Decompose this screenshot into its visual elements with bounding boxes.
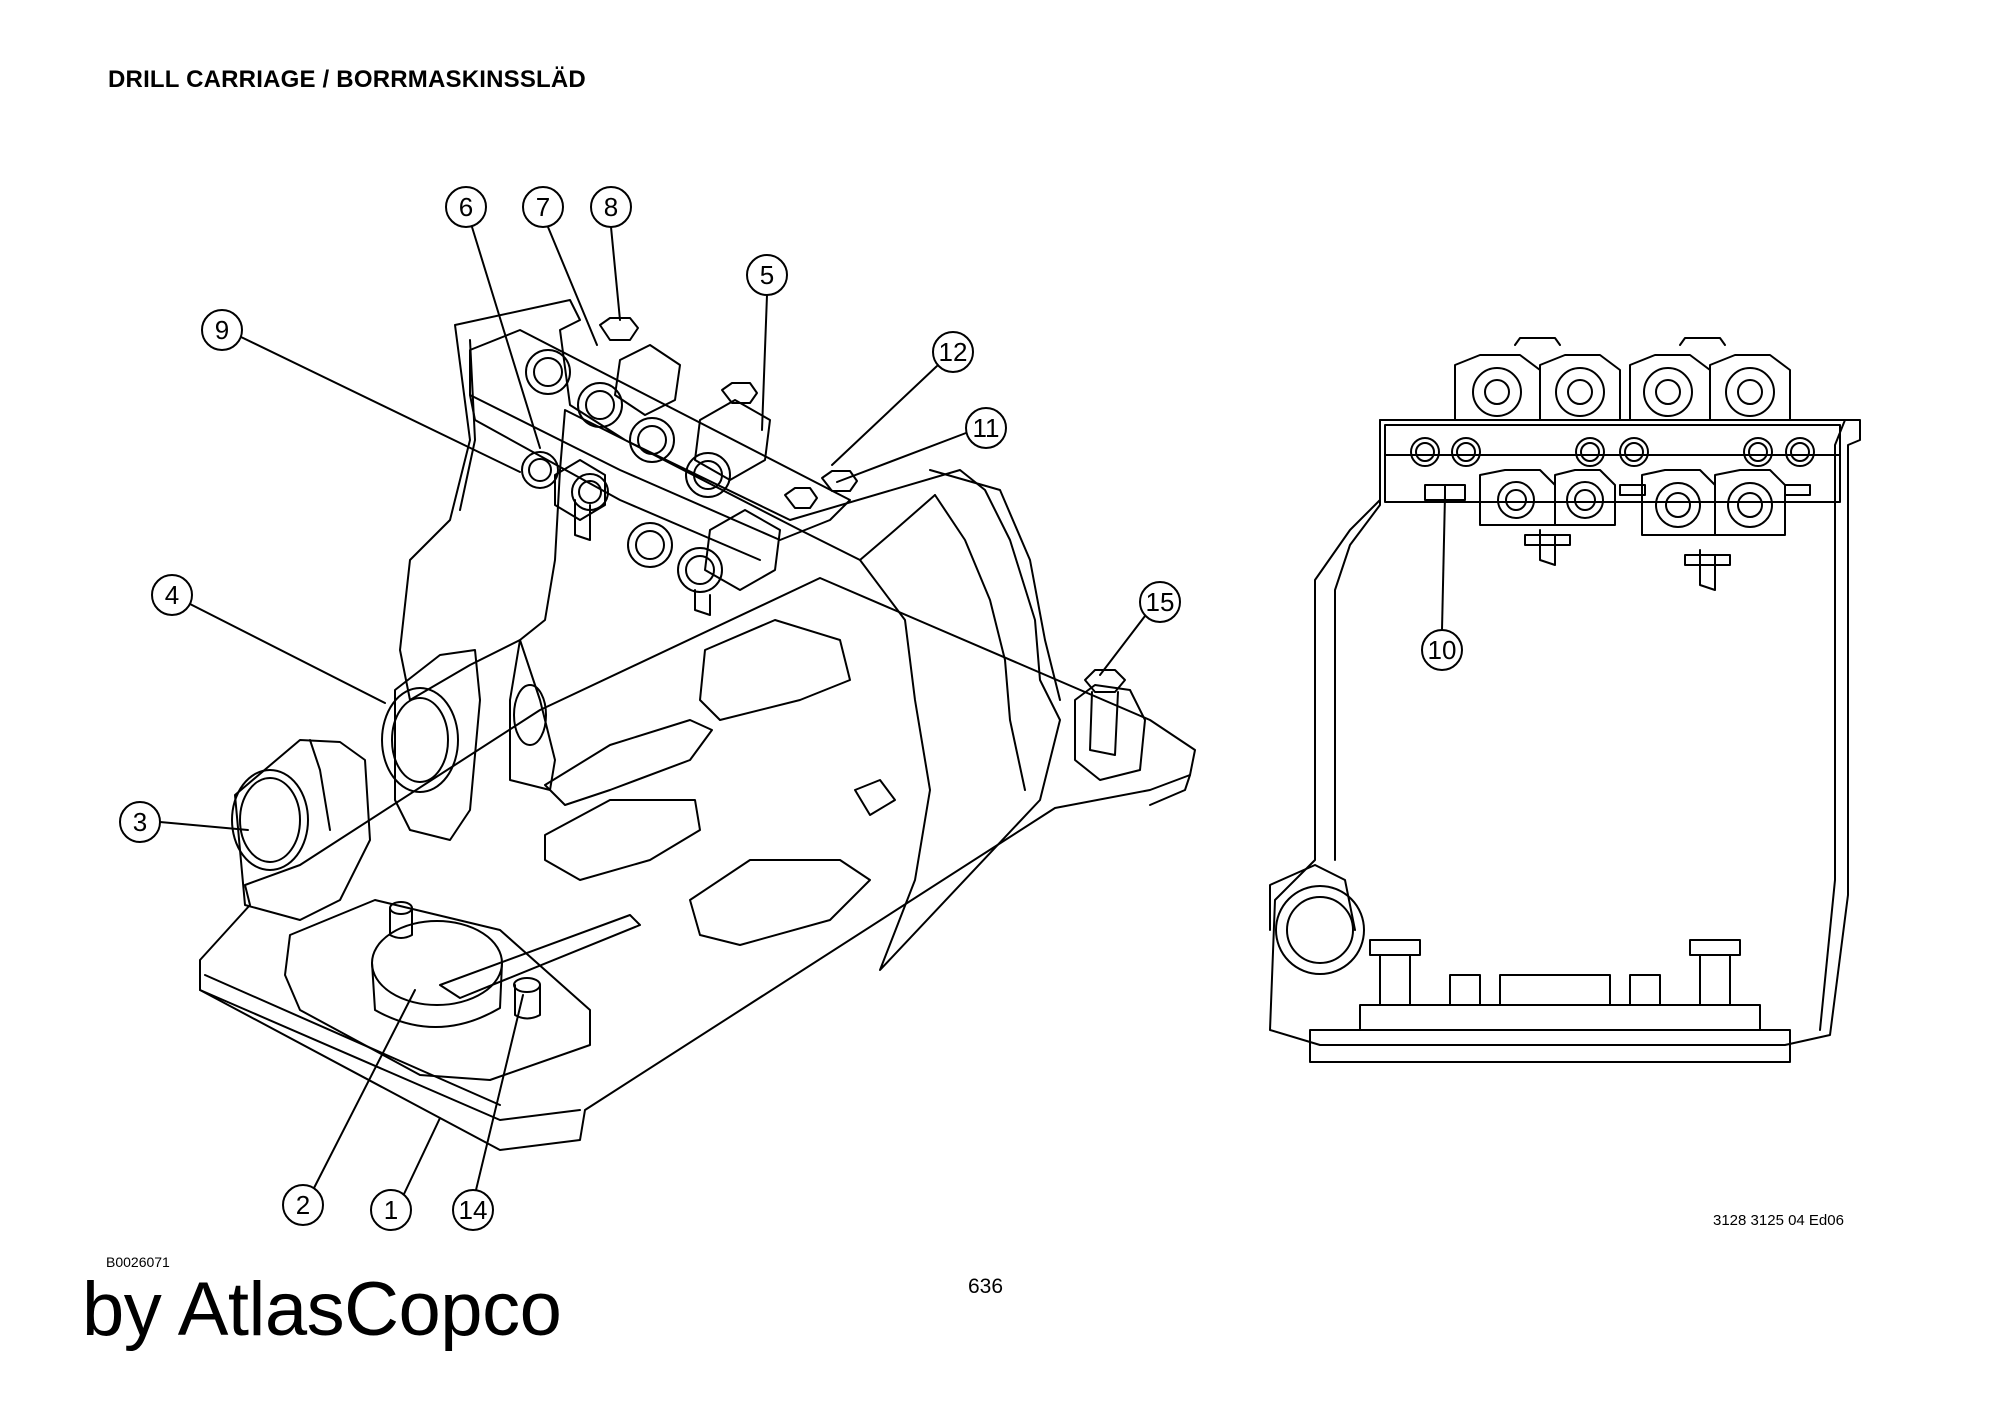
callout-11: 11 xyxy=(836,407,1007,483)
cover-plate xyxy=(284,899,591,1081)
svg-text:12: 12 xyxy=(939,337,968,367)
callout-4: 4 xyxy=(151,574,386,704)
callout-14: 14 xyxy=(452,994,524,1231)
svg-text:2: 2 xyxy=(296,1190,310,1220)
cap-2 xyxy=(371,920,503,1006)
bracket-body xyxy=(399,299,1061,971)
svg-text:1: 1 xyxy=(384,1195,398,1225)
base-cutout-2 xyxy=(699,619,851,721)
svg-text:3: 3 xyxy=(133,807,147,837)
callout-3: 3 xyxy=(119,801,249,843)
svg-text:9: 9 xyxy=(215,315,229,345)
svg-text:14: 14 xyxy=(459,1195,488,1225)
callout-2: 2 xyxy=(282,989,416,1226)
lower-fittings xyxy=(1479,469,1786,591)
upper-fittings xyxy=(1454,337,1791,421)
callout-6: 6 xyxy=(445,186,541,449)
callout-12: 12 xyxy=(831,331,974,466)
front-view xyxy=(1269,337,1861,1063)
svg-text:10: 10 xyxy=(1428,635,1457,665)
callout-7: 7 xyxy=(522,186,598,346)
part-code: 3128 3125 04 Ed06 xyxy=(1713,1212,1844,1229)
isometric-view xyxy=(199,299,1196,1151)
callout-15: 15 xyxy=(1099,581,1181,676)
callout-5: 5 xyxy=(746,254,788,431)
screw-14 xyxy=(514,984,541,1020)
base-plate xyxy=(199,577,1196,1151)
pivot-bracket-rear xyxy=(234,739,371,921)
front-frame xyxy=(1269,419,1861,1046)
page-title: DRILL CARRIAGE / BORRMASKINSSLÄD xyxy=(108,66,586,93)
brand-text: by AtlasCopco xyxy=(82,1267,562,1352)
callout-9: 9 xyxy=(201,309,521,473)
doc-id: B0026071 xyxy=(106,1254,170,1270)
svg-text:6: 6 xyxy=(459,192,473,222)
callout-10: 10 xyxy=(1421,494,1463,671)
valve-bar xyxy=(1384,424,1841,503)
pivot-bracket-left xyxy=(394,649,481,841)
page-number: 636 xyxy=(968,1275,1004,1298)
front-pivot-bushing xyxy=(1275,885,1365,975)
svg-text:5: 5 xyxy=(760,260,774,290)
valve-block xyxy=(469,317,858,616)
callout-8: 8 xyxy=(590,186,632,321)
base-cutout-3 xyxy=(544,799,701,881)
svg-text:11: 11 xyxy=(973,413,1000,443)
base-cutout-5 xyxy=(854,779,896,816)
svg-text:8: 8 xyxy=(604,192,618,222)
bolt-15 xyxy=(1084,669,1126,693)
pivot-bushing-3 xyxy=(231,769,309,871)
pivot-bushing-4 xyxy=(381,687,459,793)
svg-text:7: 7 xyxy=(536,192,550,222)
svg-text:15: 15 xyxy=(1146,587,1175,617)
base-cutout-1 xyxy=(544,719,713,806)
block-10 xyxy=(1424,484,1466,501)
base-cutout-4 xyxy=(689,859,871,946)
svg-text:4: 4 xyxy=(165,580,179,610)
callout-1: 1 xyxy=(370,1117,441,1231)
